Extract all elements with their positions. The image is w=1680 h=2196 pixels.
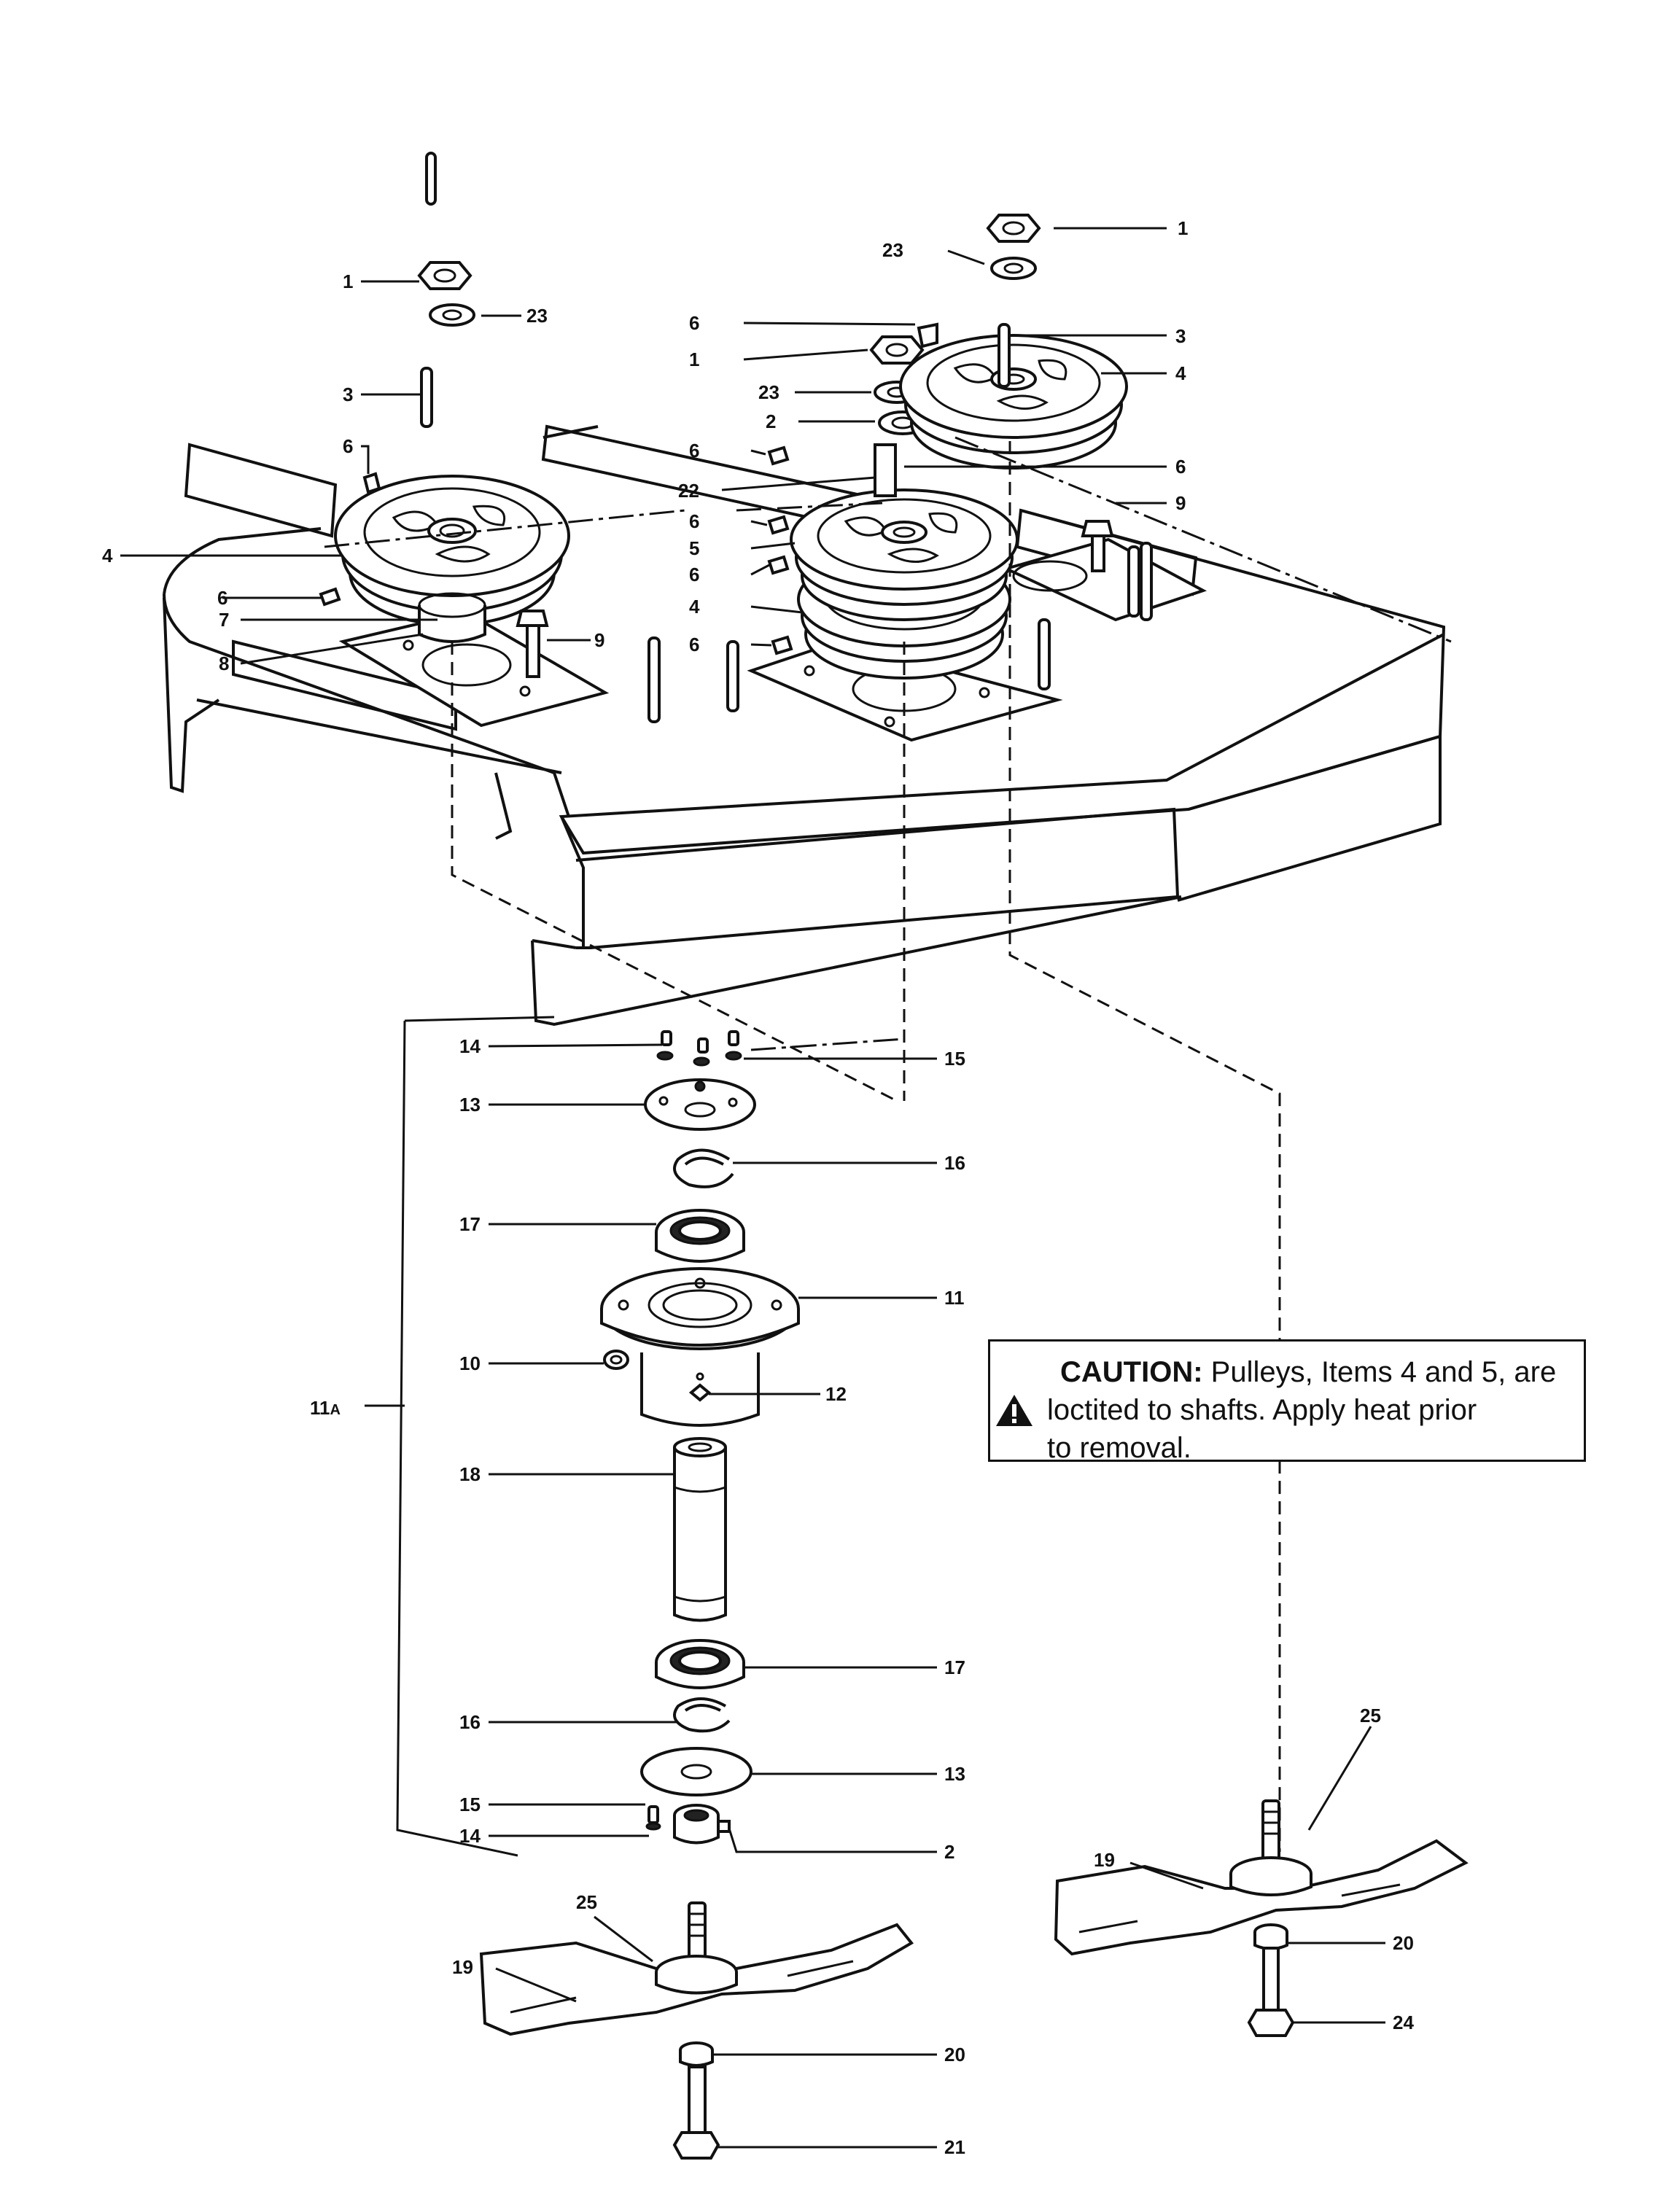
callout-10: 10	[459, 1352, 481, 1374]
callout-3: 3	[343, 383, 353, 405]
callout-16: 16	[459, 1711, 481, 1733]
callout-17: 17	[944, 1656, 965, 1678]
callout-25: 25	[1360, 1705, 1381, 1726]
callout-4: 4	[102, 545, 113, 566]
callout-6: 6	[343, 435, 353, 457]
callout-1: 1	[343, 270, 353, 292]
callout-23: 23	[758, 381, 779, 403]
callout-11a-number: 11	[310, 1397, 330, 1419]
callout-3: 3	[1175, 325, 1186, 347]
callout-13: 13	[944, 1763, 965, 1785]
deck-studs	[425, 152, 1153, 723]
callout-12: 12	[825, 1383, 847, 1405]
caution-heading: CAUTION:	[1060, 1356, 1203, 1388]
caution-line-1: CAUTION: Pulleys, Items 4 and 5, are	[1060, 1353, 1569, 1391]
callout-4: 4	[1175, 362, 1186, 384]
callout-11a-suffix: A	[330, 1402, 341, 1418]
assembly-guide-lines	[324, 436, 1452, 1857]
callout-25: 25	[576, 1891, 597, 1913]
callout-24: 24	[1393, 2012, 1414, 2033]
left-bolt	[516, 610, 549, 678]
callout-6: 6	[689, 510, 699, 532]
callout-23: 23	[526, 305, 548, 327]
callout-18: 18	[459, 1463, 481, 1485]
callout-2: 2	[944, 1841, 954, 1863]
callout-19: 19	[452, 1956, 473, 1978]
spindle-assembly-exploded	[600, 1030, 800, 1845]
callout-20: 20	[944, 2044, 965, 2065]
right-bolt	[1081, 520, 1114, 572]
caution-text-1: Pulleys, Items 4 and 5, are	[1202, 1356, 1557, 1388]
callout-1: 1	[1178, 217, 1188, 239]
left-blade-assembly	[479, 1901, 914, 2160]
callout-6: 6	[689, 564, 699, 585]
left-pulley-assembly	[334, 475, 570, 643]
warning-triangle-icon	[996, 1395, 1032, 1426]
callout-8: 8	[219, 653, 229, 674]
callout-16: 16	[944, 1152, 965, 1174]
callout-19: 19	[1094, 1849, 1115, 1871]
callout-6: 6	[217, 587, 228, 609]
center-double-pulley	[790, 488, 1019, 680]
callout-6: 6	[1175, 456, 1186, 478]
callout-9: 9	[594, 629, 604, 651]
callout-22: 22	[678, 480, 699, 502]
callout-5: 5	[689, 537, 699, 559]
callout-4: 4	[689, 596, 700, 618]
callout-6: 6	[689, 440, 699, 462]
callout-15: 15	[944, 1048, 965, 1070]
callout-14: 14	[459, 1035, 481, 1057]
caution-text-3: to removal.	[1047, 1432, 1191, 1464]
left-hardware-stack	[362, 261, 475, 494]
callout-17: 17	[459, 1213, 481, 1235]
left-keys	[319, 587, 341, 607]
callout-23: 23	[882, 239, 903, 261]
callout-2: 2	[766, 410, 776, 432]
callout-13: 13	[459, 1094, 481, 1115]
callout-9: 9	[1175, 492, 1186, 514]
rear-right-mounting-plate	[1002, 537, 1208, 622]
callout-14: 14	[459, 1825, 481, 1847]
callout-6: 6	[689, 634, 699, 655]
right-blade-assembly	[1054, 1799, 1469, 2037]
callout-21: 21	[944, 2136, 965, 2158]
right-hardware-stack	[986, 214, 1041, 388]
caution-notice: CAUTION: Pulleys, Items 4 and 5, are loc…	[988, 1339, 1586, 1464]
right-pulley	[899, 334, 1128, 470]
callout-labels: 1 23 6 1 3 23 4 2 6 6 22 9 6 5 6 4 6 1 2…	[102, 217, 1414, 2158]
callout-6: 6	[689, 312, 699, 334]
callout-11: 11	[944, 1287, 965, 1309]
callout-20: 20	[1393, 1932, 1414, 1954]
leader-lines	[120, 227, 1385, 2149]
caution-text-2: loctited to shafts. Apply heat prior	[1047, 1394, 1477, 1426]
callout-7: 7	[219, 609, 229, 631]
callout-11a: 11A	[310, 1397, 341, 1419]
callout-1: 1	[689, 349, 699, 370]
callout-15: 15	[459, 1794, 481, 1815]
